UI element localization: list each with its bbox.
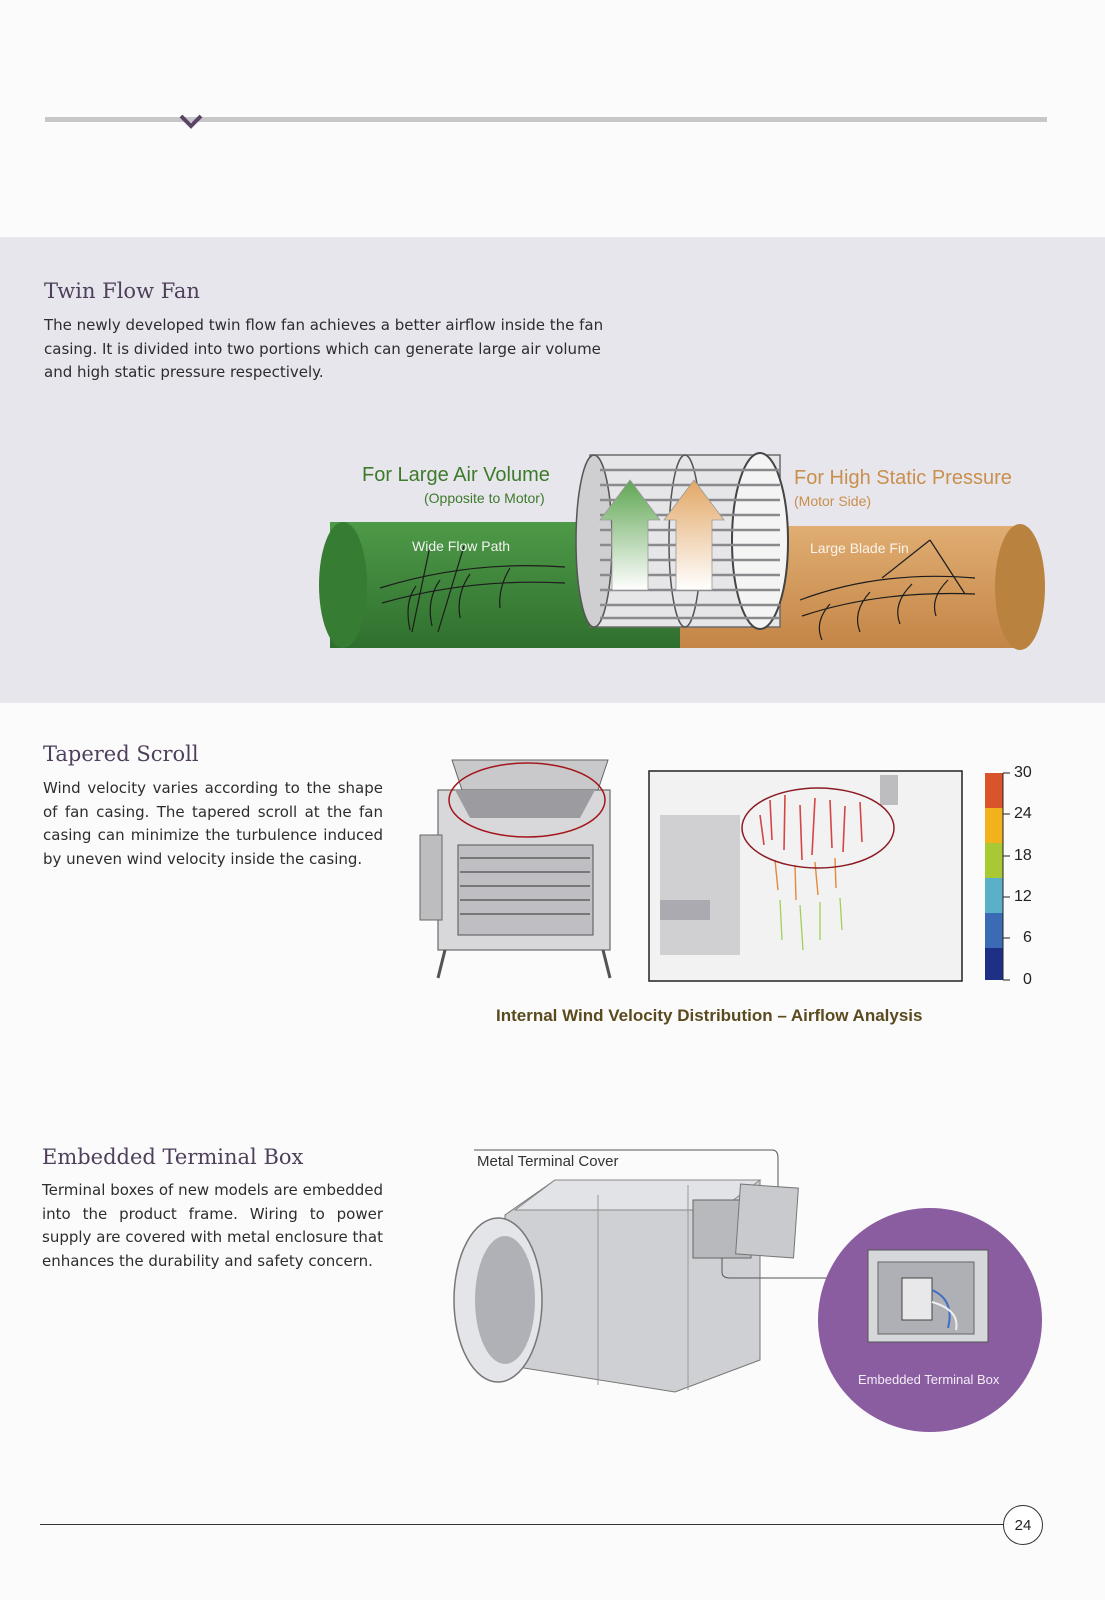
scale-label-0: 0 [1023, 971, 1032, 988]
terminal-box-title: Embedded Terminal Box [42, 1145, 304, 1169]
high-static-pressure-sublabel: (Motor Side) [794, 493, 872, 509]
wide-flow-blades [379, 545, 566, 633]
large-air-volume-label: For Large Air Volume [362, 464, 550, 486]
fan-casing-image [419, 759, 612, 979]
page-number: 24 [1003, 1505, 1043, 1545]
metal-terminal-cover-callout [474, 1149, 779, 1195]
twin-flow-body: The newly developed twin flow fan achiev… [44, 316, 604, 381]
tapered-scroll-body: Wind velocity varies according to the sh… [43, 779, 383, 868]
metal-terminal-cover-label: Metal Terminal Cover [477, 1153, 619, 1170]
scale-label-6: 6 [1023, 929, 1032, 946]
high-static-pressure-label: For High Static Pressure [794, 467, 1012, 489]
airflow-analysis-image [648, 770, 963, 982]
large-blade-fin-label: Large Blade Fin [810, 540, 909, 556]
ventilation-box-image [453, 1179, 835, 1393]
terminal-box-body: Terminal boxes of new models are embedde… [42, 1181, 383, 1270]
scale-label-12: 12 [1014, 888, 1032, 905]
velocity-color-scale [985, 772, 1010, 981]
twin-flow-title: Twin Flow Fan [44, 279, 200, 303]
scale-label-24: 24 [1014, 805, 1032, 822]
scale-label-30: 30 [1014, 764, 1032, 781]
header-rule [45, 117, 1047, 122]
footer-rule [40, 1524, 1004, 1525]
wide-flow-path-label: Wide Flow Path [412, 538, 511, 554]
scale-label-18: 18 [1014, 847, 1032, 864]
embedded-terminal-box-inset [818, 1208, 1042, 1432]
airflow-analysis-caption: Internal Wind Velocity Distribution – Ai… [496, 1006, 923, 1025]
tapered-scroll-title: Tapered Scroll [43, 742, 199, 766]
embedded-terminal-box-label: Embedded Terminal Box [858, 1372, 1000, 1387]
twin-fan-wheel [575, 452, 789, 630]
large-air-volume-sublabel: (Opposite to Motor) [424, 490, 545, 506]
large-blade-fins [799, 539, 976, 641]
chevron-down-icon [179, 114, 203, 129]
